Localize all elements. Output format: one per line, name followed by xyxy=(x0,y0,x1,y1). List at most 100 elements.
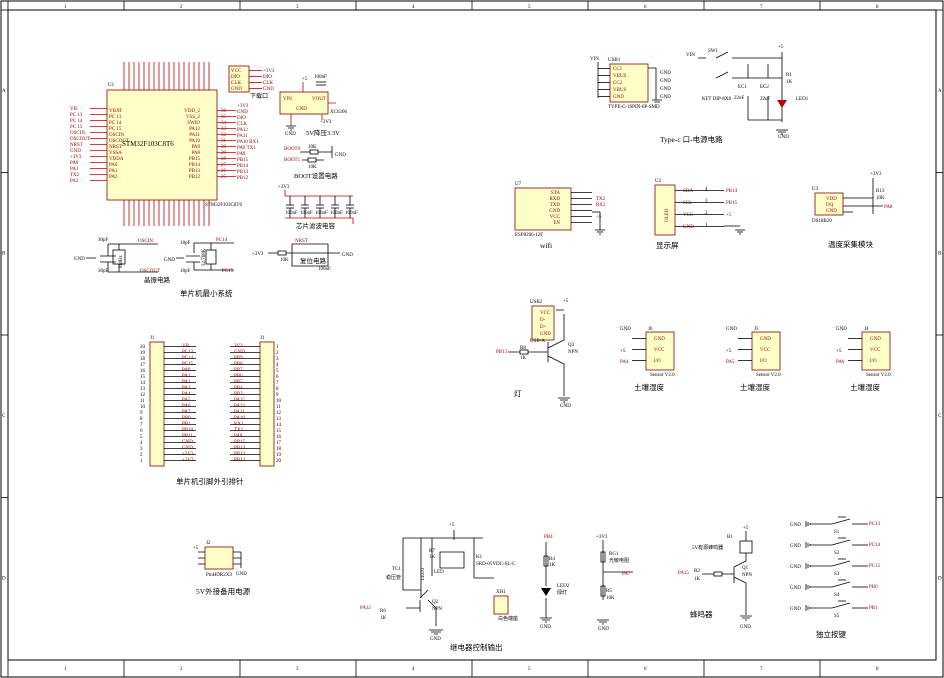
hdr-left-net-17: GND xyxy=(182,446,193,451)
soil-vcc-0: +5 xyxy=(620,349,626,354)
led2-r-val: 1K xyxy=(549,563,556,568)
hdr-left-net-1: PC13 xyxy=(182,350,194,355)
crystal-gnd: GND xyxy=(74,257,85,262)
wifi-net-4: +5 xyxy=(596,215,602,220)
mcu-right-num-8: 28 xyxy=(221,157,227,162)
soil-gnd-1: GND xyxy=(726,327,737,332)
mcu-left-net-0: VB xyxy=(70,107,78,112)
mcu-right-net-4: PA12 xyxy=(237,128,248,133)
hdr-right-net-17: PB14 xyxy=(234,446,246,451)
mcu-right-pin-11: PB12 xyxy=(189,175,201,180)
soil-net-1: PA5 xyxy=(726,360,735,365)
soil-pin-0-0: GND xyxy=(654,337,665,342)
buzzer-r: R2 xyxy=(694,569,700,574)
mcu-right-num-6: 30 xyxy=(221,145,227,150)
led2-gnd: GND xyxy=(540,625,551,630)
soil-gnd-0: GND xyxy=(620,327,631,332)
border-top-col-8: 8 xyxy=(876,5,879,10)
mcu-right-net-3: CLK xyxy=(237,122,247,127)
hdr-left-num-0: 20 xyxy=(140,345,146,350)
usb-gnd-0: GND xyxy=(660,71,671,76)
hdr-right-num-0: 1 xyxy=(276,345,279,350)
lamp-r-val: 1K xyxy=(520,356,527,361)
reset-vcc: +3V3 xyxy=(252,252,264,257)
soil-pin-0-1: VCC xyxy=(654,348,665,353)
mcu-right-net-9: PB15 xyxy=(237,158,249,163)
reset-gnd: GND xyxy=(342,253,353,258)
mcu-chip xyxy=(106,89,218,201)
border-bottom-col-3: 3 xyxy=(296,667,299,672)
lamp-gnd: GND xyxy=(560,404,571,409)
crystal-c1: 30pF xyxy=(98,238,109,243)
oled-num-2: 2 xyxy=(705,211,708,216)
hdr-right-net-18: PB13 xyxy=(234,452,246,457)
oled-title: 显示屏 xyxy=(656,241,679,250)
hdr-left-net-0: VB xyxy=(182,344,190,349)
reg-out-net: +3V3 xyxy=(320,120,332,125)
key-ref-0: S1 xyxy=(834,530,840,535)
download-title: 下载口 xyxy=(250,92,268,100)
mcu-right-pin-6: PA9 xyxy=(192,145,201,150)
border-top-col-6: 6 xyxy=(644,5,647,10)
soil-part-1: Sensor V2.0 xyxy=(756,373,781,378)
mcu-left-pin-1: PC 13 xyxy=(109,115,122,120)
hdr-right-num-15: 16 xyxy=(276,435,282,440)
buzzer-q-type: NPN xyxy=(742,573,752,578)
reg-title: 5V降压3.3V xyxy=(306,128,340,137)
mcu-left-net-5: OSCOUT xyxy=(70,137,90,142)
download-pin-gnd: GND xyxy=(231,87,242,92)
hdr-left-num-9: 11 xyxy=(140,399,145,404)
mcu-right-num-7: 29 xyxy=(221,151,227,156)
relay-gnd: GND xyxy=(430,637,441,642)
reset-res: 10K xyxy=(280,258,289,263)
ldr-block: +3V3 RG1 光敏电阻 PA7 R5 10K GND xyxy=(596,535,633,632)
hdr-left-net-15: PB11 xyxy=(182,434,193,439)
hdr-left-net-2: PC14 xyxy=(182,356,194,361)
hdr-right-num-17: 18 xyxy=(276,447,282,452)
filter-cap-4: 100nF xyxy=(345,211,358,216)
hdr-left-num-12: 8 xyxy=(140,417,143,422)
mcu-right-num-10: 26 xyxy=(221,169,227,174)
reg-gnd: GND xyxy=(285,132,296,137)
soil-pin-0-2: I/O xyxy=(654,359,661,364)
hdr-left-num-10: 10 xyxy=(140,405,146,410)
relay-xh-lbl: 白色端座 xyxy=(498,615,518,622)
key-net-3: PB0 xyxy=(869,585,878,590)
led2-led: LED2 xyxy=(557,584,570,589)
mcu-left-pin-11: PA2 xyxy=(109,175,118,180)
soil-pin-1-1: VCC xyxy=(760,348,771,353)
border-left-row-C: C xyxy=(2,414,6,419)
hdr-right-num-14: 15 xyxy=(276,429,282,434)
header-j2-ref: J1 xyxy=(260,336,265,341)
hdr-right-net-12: PA10 xyxy=(234,416,245,421)
boot-block: BOOT0 BOOT1 10K 10K GND BOOT设置电路 xyxy=(284,145,346,180)
lamp-usb: USB2 xyxy=(530,300,543,305)
reg-part: XC6206 xyxy=(330,110,347,115)
filter-cap-0: 100nF xyxy=(285,211,298,216)
hdr-right-num-1: 2 xyxy=(276,351,279,356)
soil-title-0: 土壤湿度 xyxy=(634,382,664,392)
buzzer-gnd: GND xyxy=(740,625,751,630)
mcu-right-net-8: PA8 xyxy=(237,152,246,157)
mcu-right-pin-0: VDD_2 xyxy=(184,109,200,114)
reset-net: NRST xyxy=(295,239,308,244)
hdr-right-num-2: 3 xyxy=(276,357,279,362)
soil-pin-1-2: I/O xyxy=(760,359,767,364)
hdr-left-net-3: PC15 xyxy=(182,362,194,367)
hdr-left-num-17: 3 xyxy=(140,447,143,452)
lamp-pin-2: D+ xyxy=(540,325,547,330)
hdr-left-num-11: 9 xyxy=(140,411,143,416)
buzzer-block: +5 B1 5V有源蜂鸣器 PA15 R2 1K Q1 NPN GND 蜂鸣器 xyxy=(678,526,753,630)
lamp-usb-part: USB-A xyxy=(530,339,545,344)
hdr-left-net-14: PB10 xyxy=(182,428,194,433)
hdr-left-net-6: PA2 xyxy=(182,380,191,385)
led2-net: PB4 xyxy=(544,535,553,540)
border-bottom-col-6: 6 xyxy=(644,667,647,672)
ldr-rg-lbl: 光敏电阻 xyxy=(609,557,629,564)
